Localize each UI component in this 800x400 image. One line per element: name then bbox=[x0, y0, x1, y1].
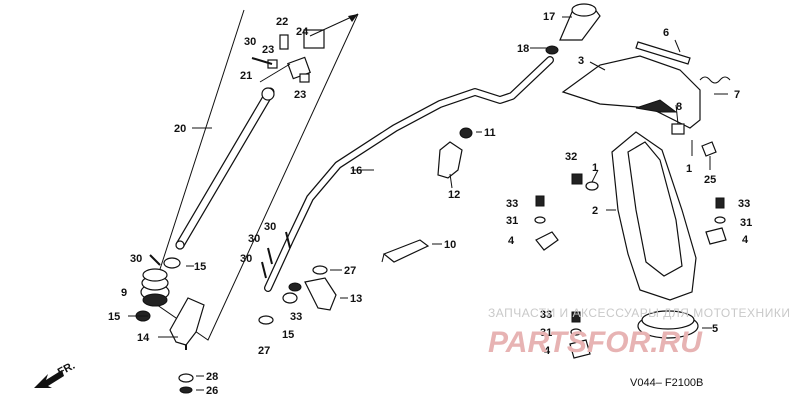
callout-16: 16 bbox=[350, 165, 362, 177]
callout-4-bottom: 4 bbox=[544, 345, 551, 357]
callout-30-c1: 30 bbox=[264, 221, 276, 233]
callout-32: 32 bbox=[565, 151, 577, 163]
callout-25: 25 bbox=[704, 174, 716, 186]
callout-12: 12 bbox=[448, 189, 460, 201]
callout-15-upper: 15 bbox=[194, 261, 206, 273]
callout-2: 2 bbox=[592, 205, 598, 217]
callout-29: 28 bbox=[206, 371, 218, 383]
watermark-line1: ЗАПЧАСТИ И АКСЕССУАРЫ ДЛЯ МОТОТЕХНИКИ bbox=[488, 306, 790, 320]
callout-labels: 22 24 30 23 21 23 20 30 15 9 15 14 28 26… bbox=[108, 11, 752, 397]
callout-21: 21 bbox=[240, 70, 252, 82]
callout-18: 18 bbox=[517, 43, 529, 55]
watermark-line2: PARTSFOR.RU bbox=[488, 326, 703, 359]
front-direction-arrow: FR. bbox=[34, 360, 77, 388]
rod-20 bbox=[175, 87, 275, 250]
callout-28-upper: 27 bbox=[344, 265, 356, 277]
callout-33-bottom: 33 bbox=[540, 309, 552, 321]
callout-5: 5 bbox=[712, 323, 718, 335]
callout-13: 13 bbox=[350, 293, 362, 305]
callout-20: 20 bbox=[174, 123, 186, 135]
callout-11: 11 bbox=[484, 127, 496, 139]
callout-1-right: 1 bbox=[686, 163, 692, 175]
callout-14: 14 bbox=[137, 332, 150, 344]
front-label: FR. bbox=[56, 360, 77, 379]
chute-assembly bbox=[534, 3, 731, 359]
callout-26-bottom: 31 bbox=[540, 327, 552, 339]
callout-33-right: 33 bbox=[738, 198, 750, 210]
callout-4-right: 4 bbox=[742, 234, 749, 246]
callout-22: 22 bbox=[276, 16, 288, 28]
callout-8: 8 bbox=[676, 101, 682, 113]
callout-28-lower: 27 bbox=[258, 345, 270, 357]
callout-27: 26 bbox=[206, 385, 218, 397]
callout-15-center: 15 bbox=[282, 329, 294, 341]
callout-9: 9 bbox=[121, 287, 127, 299]
callout-15-lower: 15 bbox=[108, 311, 120, 323]
callout-30-left: 30 bbox=[130, 253, 142, 265]
callout-26-left: 31 bbox=[506, 215, 518, 227]
drawing-code: V044– F2100B bbox=[630, 377, 703, 389]
callout-3: 3 bbox=[578, 55, 584, 67]
callout-31: 33 bbox=[290, 311, 302, 323]
callout-30-top: 30 bbox=[244, 36, 256, 48]
center-parts bbox=[258, 127, 473, 325]
lower-left-parts bbox=[135, 254, 205, 394]
callout-6: 6 bbox=[663, 27, 669, 39]
callout-23-top: 23 bbox=[262, 44, 274, 56]
callout-24: 24 bbox=[296, 26, 309, 38]
shift-rod-16 bbox=[264, 56, 554, 292]
callout-1-left: 1 bbox=[592, 162, 598, 174]
leader-lines bbox=[128, 16, 728, 391]
linkage-parts bbox=[251, 29, 325, 83]
callout-26-right: 31 bbox=[740, 217, 752, 229]
callout-30-c2: 30 bbox=[248, 233, 260, 245]
callout-23-bottom: 23 bbox=[294, 89, 306, 101]
callout-4-left: 4 bbox=[508, 235, 515, 247]
callout-7: 7 bbox=[734, 89, 740, 101]
callout-30-c3: 30 bbox=[240, 253, 252, 265]
watermark: ЗАПЧАСТИ И АКСЕССУАРЫ ДЛЯ МОТОТЕХНИКИ PA… bbox=[488, 306, 790, 359]
callout-10: 10 bbox=[444, 239, 456, 251]
callout-17: 17 bbox=[543, 11, 555, 23]
callout-33-left: 33 bbox=[506, 198, 518, 210]
